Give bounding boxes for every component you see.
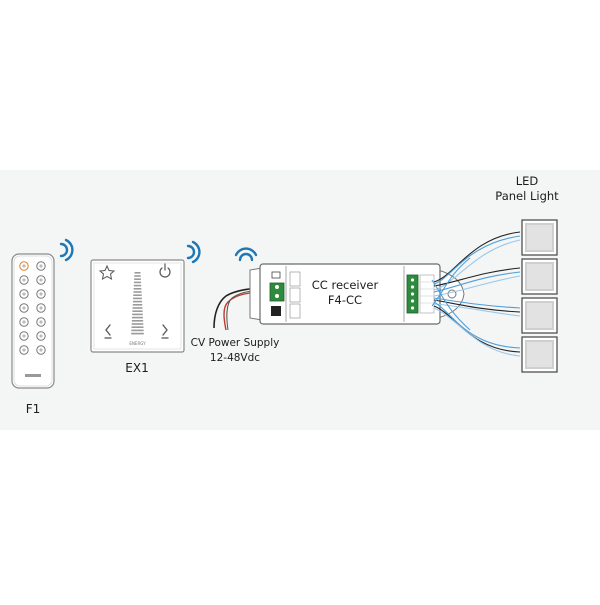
slider-step (131, 326, 144, 328)
remote-label: F1 (26, 402, 41, 416)
slider-step (131, 332, 144, 335)
led-label: LED (516, 174, 539, 188)
panel-light-label: Panel Light (495, 189, 559, 203)
slider-step (133, 294, 142, 296)
power-icon (159, 263, 171, 278)
wall-panel: ENERGY (90, 259, 185, 353)
slider-step (132, 313, 143, 316)
slider-step (133, 297, 142, 300)
cc-receiver: CC receiver F4-CC (249, 263, 465, 325)
slider-step (131, 323, 144, 325)
brightness-slider (131, 272, 144, 335)
remote-signal-icon (59, 238, 74, 262)
star-icon (98, 264, 116, 280)
slider-step (132, 316, 143, 319)
remote-control (11, 253, 55, 389)
led-panel-lights (521, 219, 558, 373)
slider-step (132, 300, 143, 303)
wall-panel-label: EX1 (125, 361, 148, 375)
slider-step (133, 281, 142, 284)
wall-panel-brand: ENERGY (129, 341, 146, 346)
chevron-right-icon (161, 324, 169, 339)
slider-step (131, 320, 144, 322)
slider-step (134, 275, 141, 277)
slider-step (132, 304, 143, 306)
chevron-left-icon (104, 324, 112, 339)
remote-brand-mark (25, 374, 41, 377)
slider-step (133, 288, 142, 290)
receiver-model: F4-CC (328, 293, 362, 307)
slider-step (132, 310, 143, 312)
power-supply-label: CV Power Supply (191, 337, 280, 349)
slider-step (133, 291, 142, 293)
slider-step (132, 307, 143, 309)
slider-step (131, 329, 144, 332)
receiver-signal-icon (234, 247, 258, 262)
power-supply-voltage: 12-48Vdc (210, 352, 260, 364)
slider-step (134, 272, 141, 274)
receiver-title: CC receiver (312, 278, 379, 292)
input-terminal (269, 282, 285, 302)
output-wires (431, 231, 521, 357)
led-panel-light (521, 219, 558, 256)
wall-panel-signal-icon (186, 240, 201, 264)
slider-step (133, 284, 142, 287)
learn-button (271, 306, 281, 316)
led-panel-light (521, 297, 558, 334)
led-panel-light (521, 258, 558, 295)
slider-step (134, 278, 141, 280)
led-panel-light (521, 336, 558, 373)
